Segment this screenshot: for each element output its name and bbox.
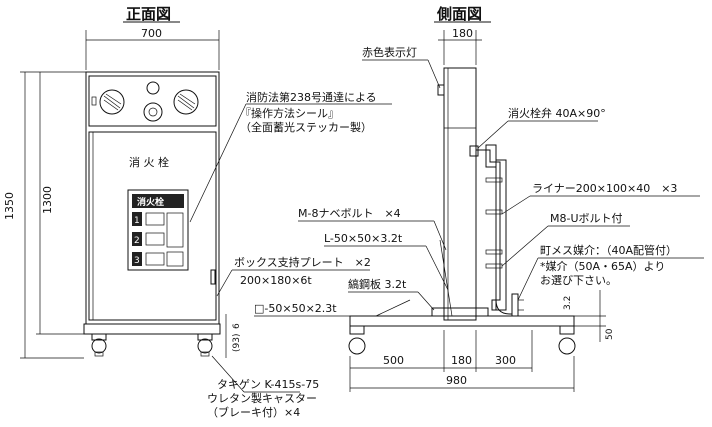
caster-right: [197, 338, 213, 354]
label-box-plate-2: 200×180×6t: [240, 274, 312, 287]
right-lamp: [173, 89, 199, 115]
side-dim-500: 500: [383, 354, 404, 367]
label-nabe-bolt: M-8ナベボルト ×4: [298, 207, 401, 220]
side-pipe: [476, 149, 502, 311]
base-dim-93: (93): [232, 334, 242, 352]
label-liner: ライナー200×100×40 ×3: [532, 182, 677, 195]
front-height-outer-dim: 1350: [3, 192, 16, 220]
label-coupling-2: *媒介（50A・65A）より: [540, 260, 665, 273]
label-fire-law-1: 消防法第238号通達による: [246, 90, 377, 104]
front-height-inner-dim: 1300: [41, 186, 54, 214]
side-base-frame: [349, 315, 575, 327]
side-width-dim: 180: [452, 27, 473, 40]
upper-panel: [88, 75, 217, 127]
steel-plate: [431, 307, 489, 317]
front-width-dim: 700: [141, 27, 162, 40]
label-coupling-3: お選び下さい。: [540, 274, 617, 287]
sign-step-1: 1: [134, 216, 140, 226]
side-view-title: 側面図: [436, 5, 482, 23]
sign-step-3: 3: [134, 256, 140, 266]
fire-valve: [469, 145, 479, 157]
sign-title: 消火栓: [137, 196, 164, 208]
base-dim-6: 6: [232, 323, 242, 329]
door-handle: [210, 269, 216, 285]
front-view-title: 正面図: [126, 5, 171, 23]
sign-step-2: 2: [134, 236, 140, 246]
label-ubolt: M8-Uボルト付: [550, 212, 623, 225]
cabinet-door: [88, 131, 217, 321]
label-square-pipe: □-50×50×2.3t: [254, 302, 337, 315]
operation-sign: [127, 189, 189, 271]
side-dim-3-2: 3.2: [563, 296, 573, 310]
label-angle: L-50×50×3.2t: [324, 232, 403, 245]
side-caster-left: [348, 337, 366, 355]
label-coupling-1: 町メス媒介：（40A配管付）: [540, 243, 677, 257]
side-dim-50: 50: [605, 328, 615, 340]
cabinet-label: 消 火 栓: [129, 155, 169, 169]
label-box-plate-1: ボックス支持プレート ×2: [234, 255, 371, 269]
label-valve: 消火栓弁 40A×90°: [508, 106, 606, 120]
side-cabinet: [443, 67, 477, 321]
left-lamp: [99, 89, 125, 115]
label-fire-law-2: 『操作方法シール』: [240, 106, 339, 120]
center-button: [143, 102, 163, 122]
coupling: [511, 293, 519, 317]
label-caster-2: ウレタン製キャスター: [207, 391, 317, 405]
label-caster-3: （ブレーキ付）×4: [207, 405, 300, 419]
side-caster-right: [558, 337, 576, 355]
caster-left: [91, 338, 107, 354]
label-steel-plate: 縞鋼板 3.2t: [348, 277, 407, 291]
side-dim-300: 300: [495, 354, 516, 367]
label-caster-1: タキゲン K-415s-75: [217, 378, 319, 391]
side-dim-180: 180: [451, 354, 472, 367]
red-lamp: [437, 84, 445, 96]
label-fire-law-3: （全面蓄光ステッカー製）: [240, 120, 372, 134]
base-frame: [83, 323, 221, 335]
center-indicator: [146, 81, 160, 95]
label-red-lamp: 赤色表示灯: [362, 45, 417, 59]
side-dim-980: 980: [446, 374, 467, 387]
